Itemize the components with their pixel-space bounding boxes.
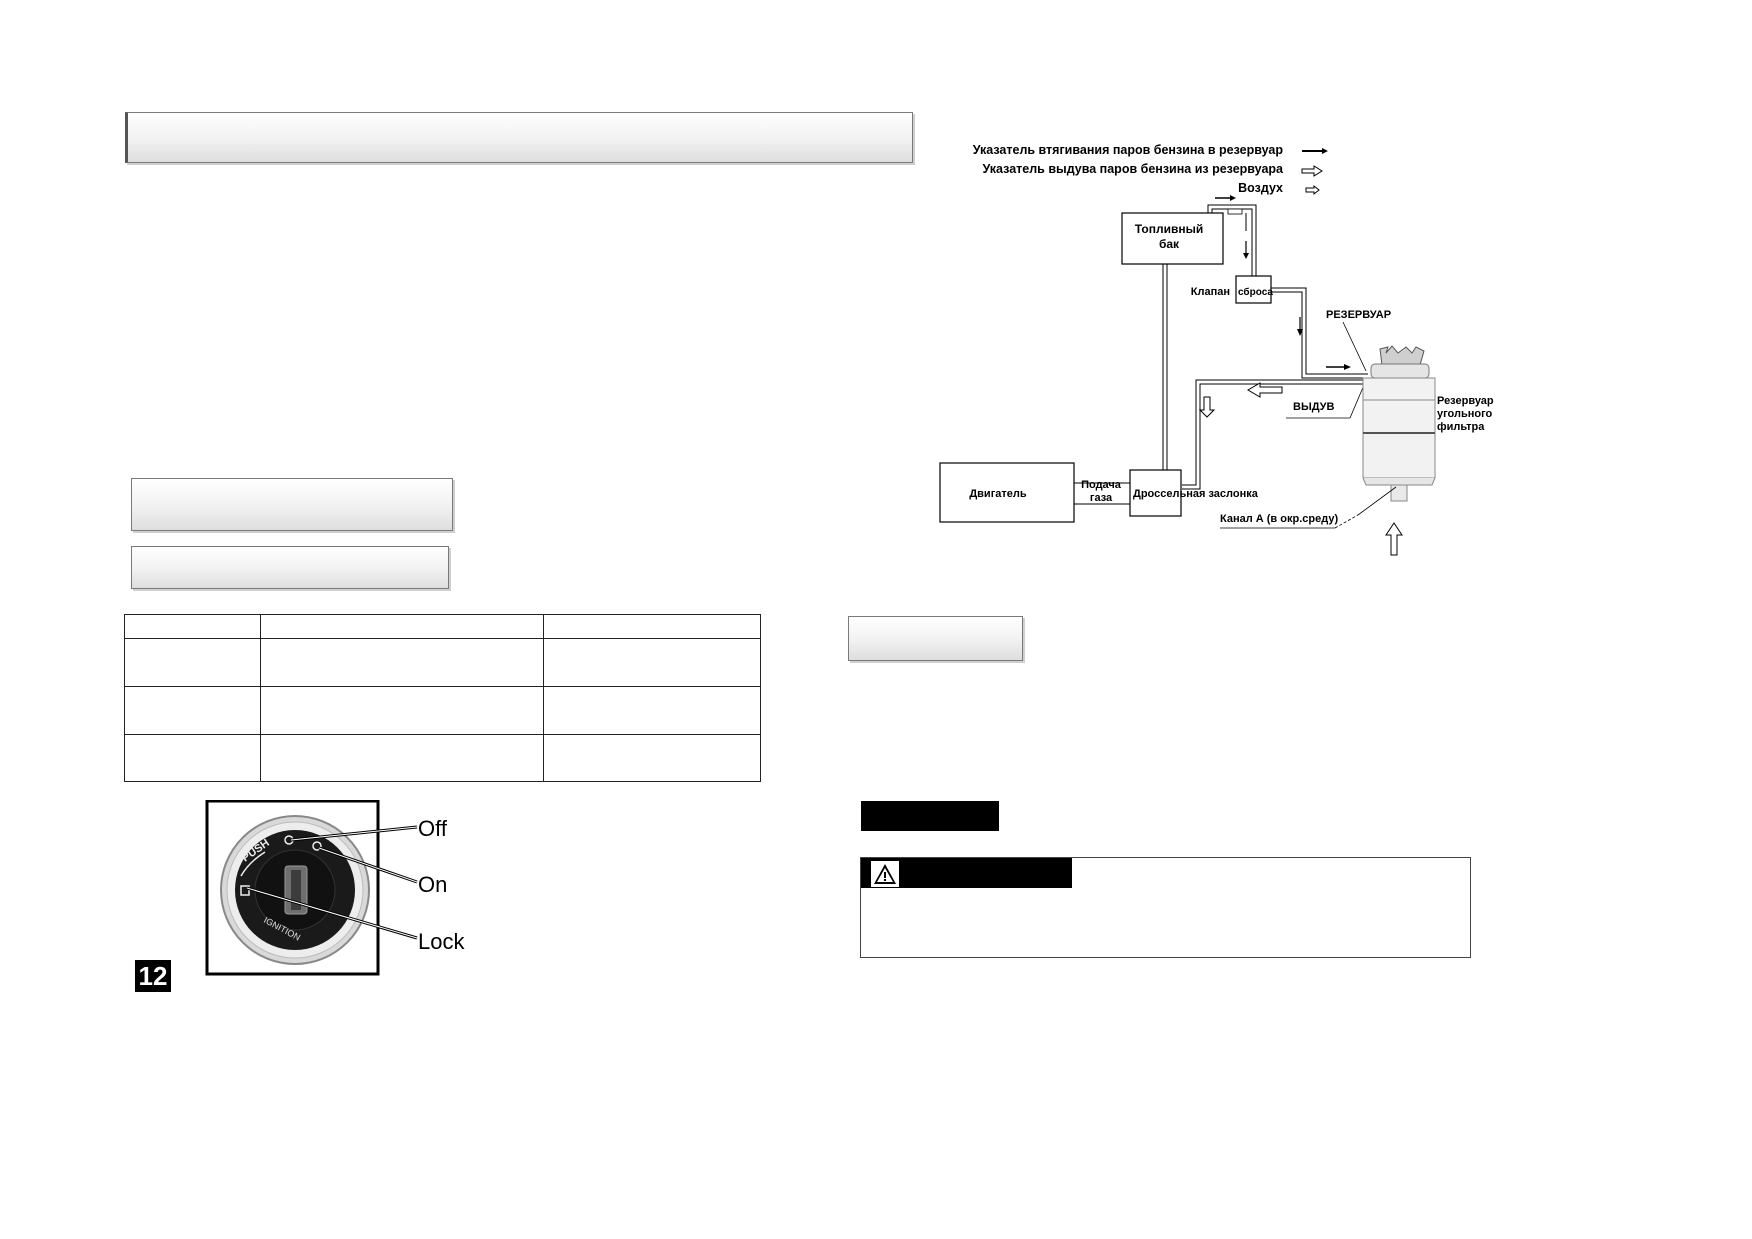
table-cell — [543, 734, 761, 782]
blowout-arrow-down-icon — [1198, 396, 1216, 418]
lock-label: Lock — [418, 929, 465, 954]
reservoir-label: РЕЗЕРВУАР — [1326, 309, 1391, 321]
reset-valve-box — [1235, 275, 1272, 304]
evap-system-diagram: Указатель втягивания паров бензина в рез… — [939, 143, 1494, 556]
black-label-bar — [861, 801, 999, 831]
fuel-tank-label: Топливный — [1135, 222, 1203, 236]
table-cell — [260, 686, 544, 735]
off-label: Off — [418, 816, 448, 841]
table-header-cell — [124, 614, 261, 639]
section-title-bar — [125, 112, 913, 163]
subsection-bar-1 — [131, 478, 453, 531]
canister-label: Резервуар — [1437, 395, 1494, 407]
fuel-tank-box — [1121, 212, 1224, 265]
table-cell — [260, 638, 544, 687]
table-cell — [543, 638, 761, 687]
lock-marker-icon — [240, 885, 250, 896]
page-number: 12 — [135, 960, 171, 992]
gas-supply-label-2: газа — [1090, 492, 1113, 504]
legend-air-text: Воздух — [1238, 181, 1283, 195]
table-cell — [124, 686, 261, 735]
table-cell — [543, 686, 761, 735]
blowout-label: ВЫДУВ — [1293, 401, 1335, 413]
on-marker-icon — [312, 841, 322, 851]
legend-blowout-text: Указатель выдува паров бензина из резерв… — [983, 162, 1285, 176]
canister-label-3: фильтра — [1437, 421, 1485, 433]
legend-air-arrow-icon — [1305, 184, 1320, 196]
engine-box — [939, 462, 1075, 523]
subsection-bar-2 — [131, 546, 449, 589]
warning-box — [860, 857, 1471, 958]
table-header-cell — [543, 614, 761, 639]
canister-label-2: угольного — [1437, 408, 1493, 420]
engine-label: Двигатель — [969, 488, 1027, 500]
channel-a-label: Канал А (в окр.среду) — [1220, 513, 1338, 525]
table-header-cell — [260, 614, 544, 639]
throttle-label: Дроссельная заслонка — [1133, 488, 1259, 500]
fuel-tank-label-2: бак — [1159, 237, 1180, 251]
reset-valve-label: сброса — [1238, 286, 1273, 298]
legend-blowout-arrow-icon — [1301, 165, 1323, 177]
on-label: On — [418, 872, 447, 897]
right-section-bar — [848, 616, 1023, 661]
blowout-arrow-left-icon — [1247, 382, 1283, 398]
table-cell — [124, 734, 261, 782]
legend-suction-arrow-icon — [1322, 148, 1328, 154]
table-cell — [124, 638, 261, 687]
warning-header — [861, 858, 1072, 888]
table-cell — [260, 734, 544, 782]
warning-triangle-icon — [871, 861, 899, 887]
ignition-table — [124, 614, 761, 782]
carbon-canister — [1362, 345, 1436, 502]
throttle-box — [1129, 469, 1182, 517]
valve-label: Клапан — [1191, 286, 1230, 298]
air-inlet-arrow-icon — [1385, 522, 1403, 556]
legend-suction-text: Указатель втягивания паров бензина в рез… — [973, 143, 1284, 157]
ignition-switch-figure: PUSH IGNITION Off On Lock — [205, 800, 465, 976]
gas-supply-label: Подача — [1081, 479, 1122, 491]
